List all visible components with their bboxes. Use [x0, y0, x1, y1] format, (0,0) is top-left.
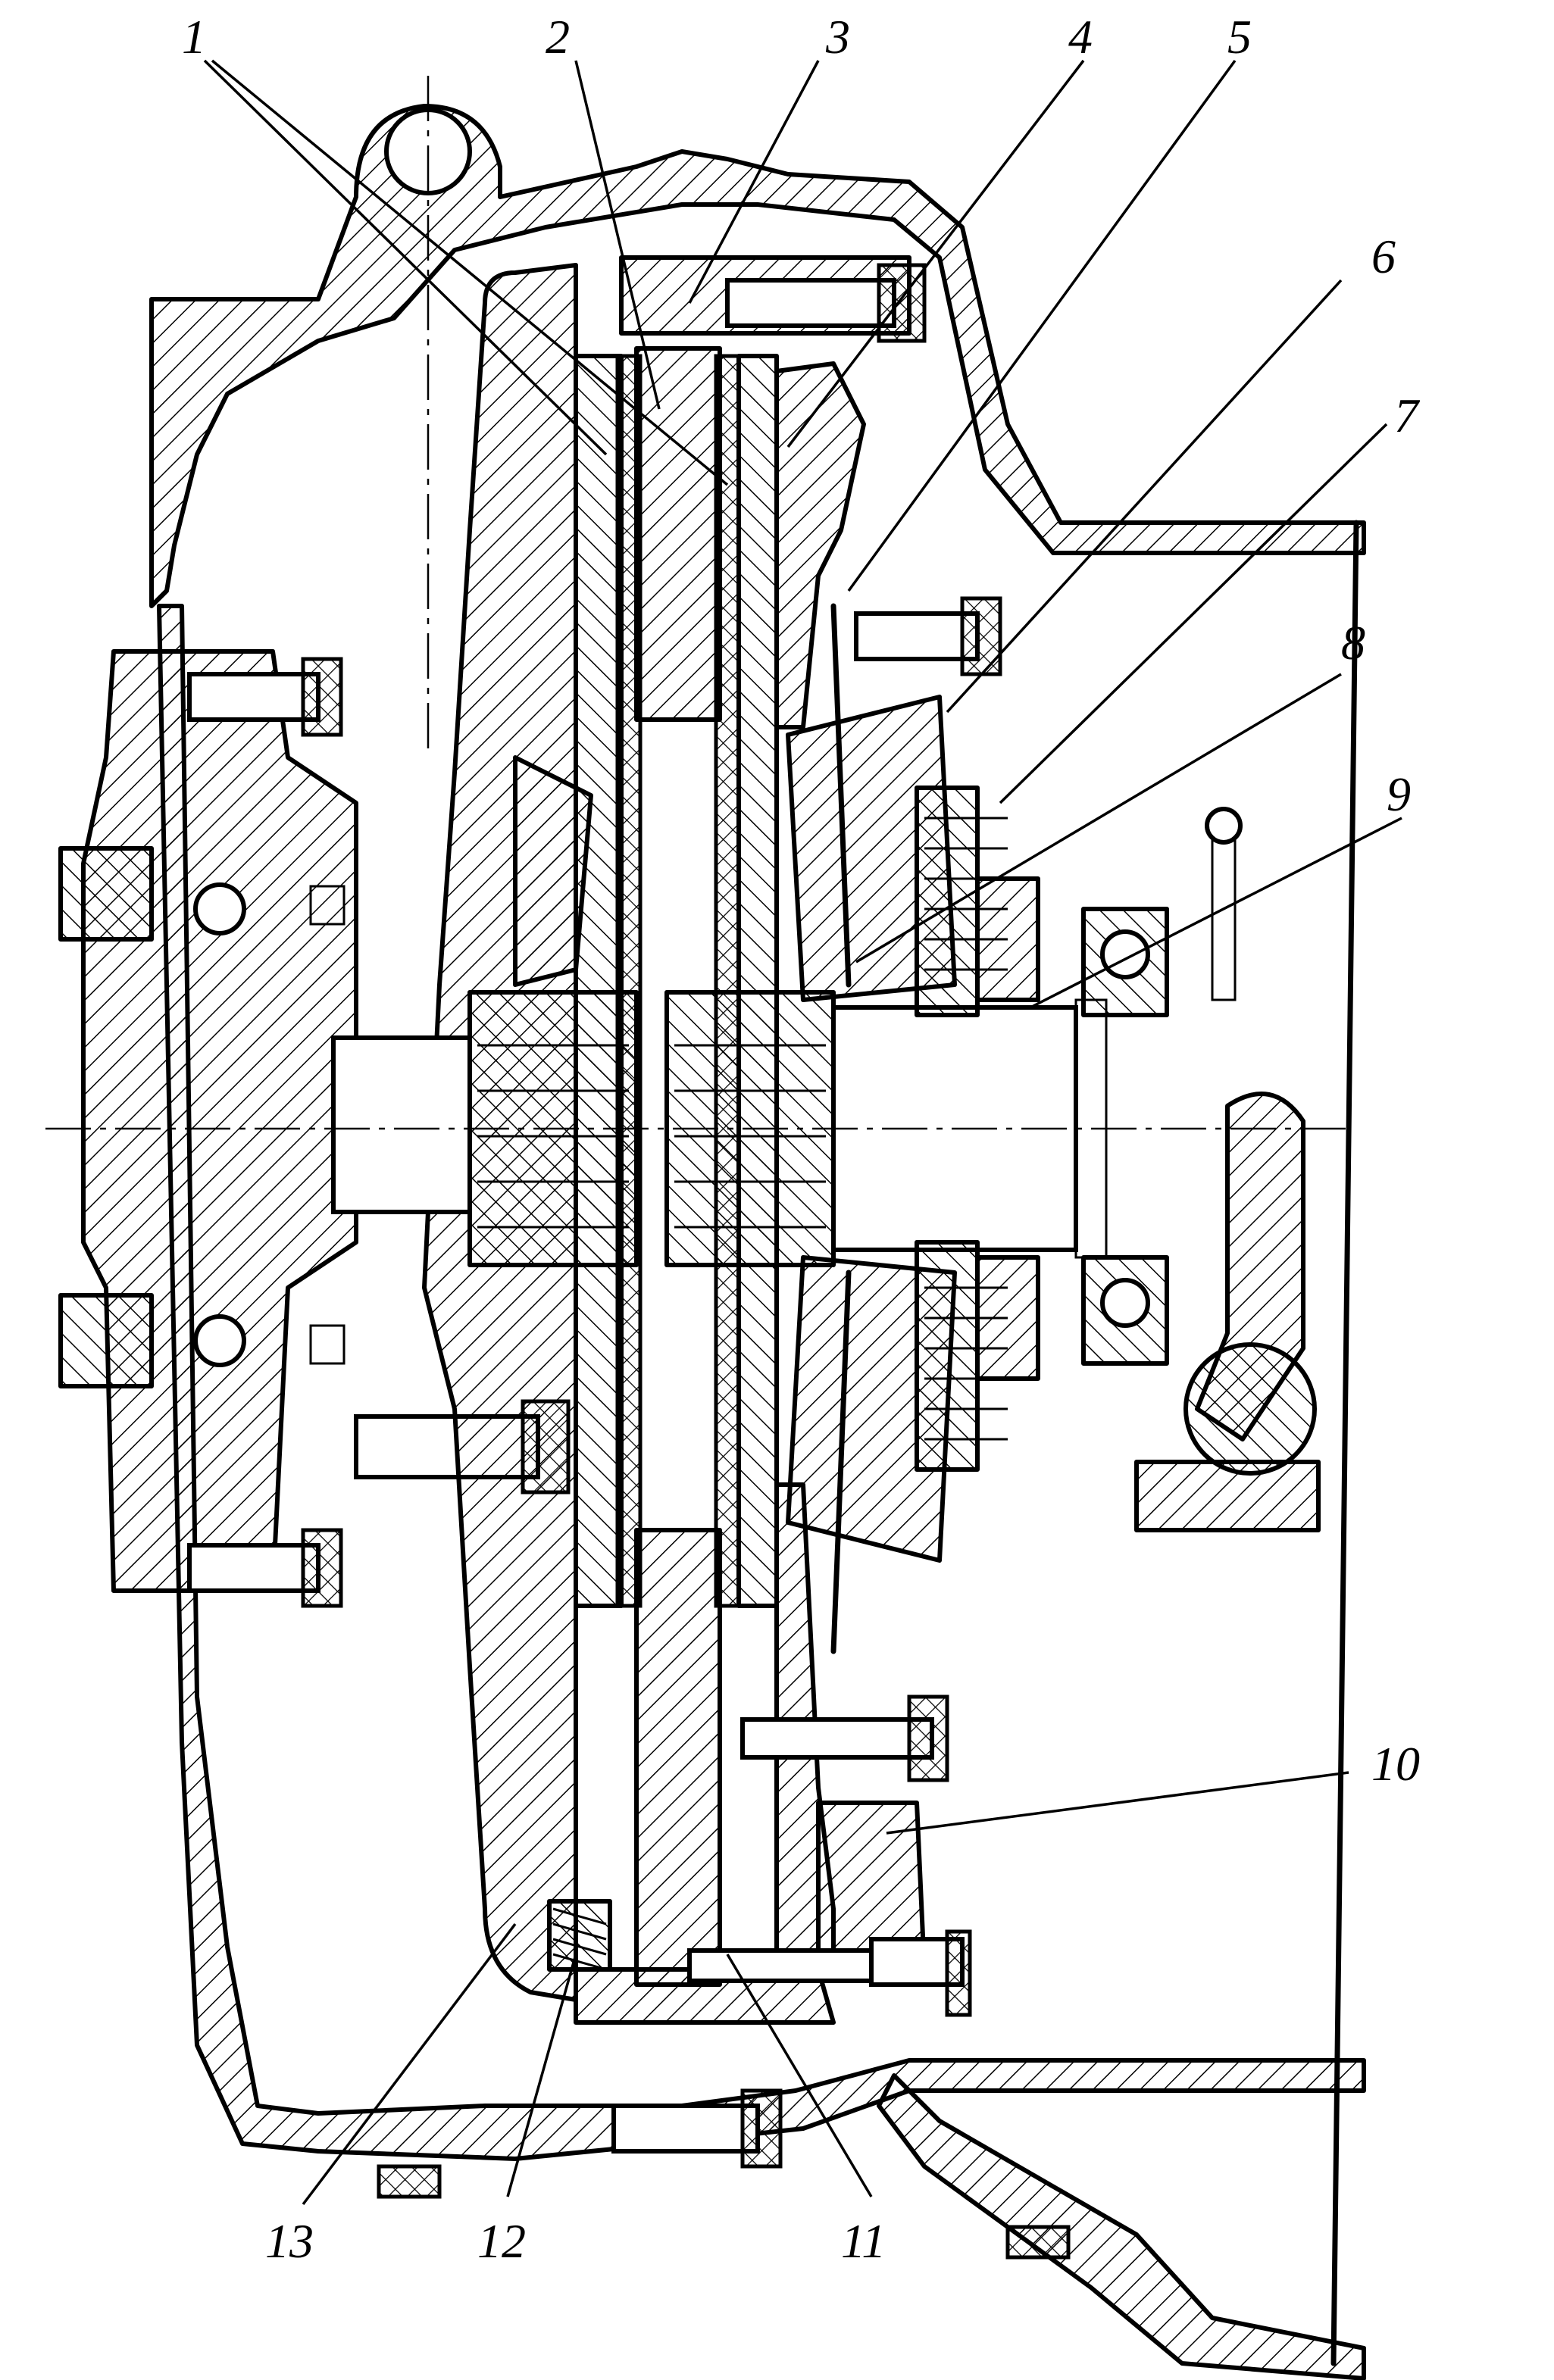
release-bearing: [1081, 907, 1169, 1366]
pilot-bearing-ball-upper: [193, 882, 246, 935]
callout-3: 3: [825, 10, 850, 64]
release-lever-stack: [915, 786, 1040, 1472]
callout-8: 8: [1341, 616, 1365, 670]
callout-7: 7: [1394, 389, 1421, 442]
callout-4: 4: [1068, 10, 1093, 64]
callout-2: 2: [546, 10, 570, 64]
lower-bolts: [377, 2088, 1071, 2260]
upper-bolts: [725, 263, 1002, 676]
crankshaft-flange: [58, 649, 358, 1593]
callout-6: 6: [1371, 230, 1396, 283]
callout-9: 9: [1387, 767, 1411, 821]
intermediate-plate: [634, 346, 722, 1987]
damper-spring: [547, 1899, 612, 1972]
callout-1: 1: [182, 10, 206, 64]
pilot-bearing-ball-lower: [193, 1314, 246, 1367]
leader-lines: [203, 59, 1402, 2206]
callout-12: 12: [477, 2214, 526, 2268]
release-fork: [1134, 807, 1321, 1532]
callout-11: 11: [841, 2214, 886, 2268]
callout-5: 5: [1227, 10, 1252, 64]
clutch-housing: [149, 104, 1366, 2380]
driven-disc-front: [513, 354, 643, 1608]
diaphragm-spring: [786, 603, 957, 1654]
callout-10: 10: [1371, 1737, 1420, 1791]
callout-13: 13: [265, 2214, 314, 2268]
callout-labels: 1 2 3 4 5 6 7 8 9 10 11 12 13: [182, 10, 1421, 2268]
driven-disc-rear: [714, 354, 779, 1608]
adjusting-bolts: [687, 1694, 972, 2017]
